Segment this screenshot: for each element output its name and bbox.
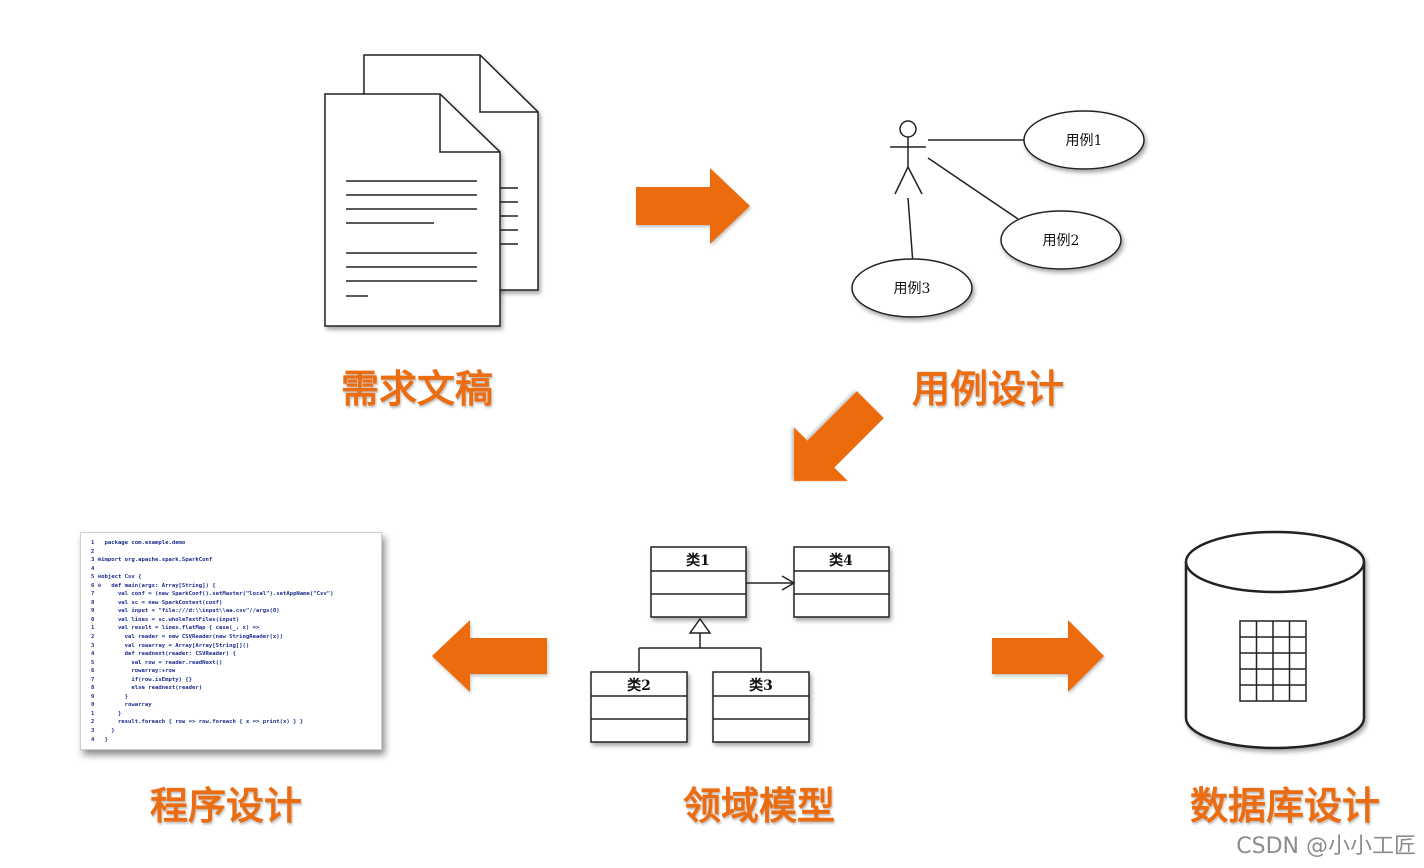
code-line: 7 val conf = (new SparkConf().setMaster(… — [91, 591, 334, 598]
table-grid-icon — [1239, 620, 1307, 702]
code-line: 3 ⊕import org.apache.spark.SparkConf — [91, 557, 213, 564]
class-box-3 — [712, 671, 810, 743]
code-line: 0 rowarray — [91, 702, 152, 709]
use-case-2 — [1000, 210, 1122, 270]
class-2-label: 类2 — [627, 677, 651, 694]
code-line: 9 val input = "file:///d:\\input\\aa.csv… — [91, 608, 280, 615]
code-line: 5 val row = reader.readNext() — [91, 659, 223, 666]
class-1-label: 类1 — [686, 552, 710, 569]
code-line: 2 result.foreach { row => row.foreach { … — [91, 719, 304, 726]
code-line: 4 def readnext(reader: CSVReader) { — [91, 651, 236, 658]
arrow-right-icon — [992, 620, 1104, 692]
use-case-1 — [1023, 110, 1145, 170]
code-line: 7 if(row.isEmpty) {} — [91, 676, 193, 683]
code-lines: 1 package com.example.demo 2 3 ⊕import org… — [91, 539, 375, 744]
class-3-label: 类3 — [749, 677, 773, 694]
code-line: 4 } — [91, 736, 108, 743]
arrow-down-left-icon — [793, 391, 884, 482]
watermark: CSDN @小小工匠 — [1236, 834, 1416, 859]
use-case-3 — [851, 258, 973, 318]
class-diagram — [590, 546, 890, 743]
label-use-case-design: 用例设计 — [912, 367, 1065, 411]
code-line: 0 val lines = sc.wholeTextFiles(input) — [91, 616, 240, 623]
class-4-label: 类4 — [829, 552, 853, 569]
code-line: 8 else readnext(reader) — [91, 685, 203, 692]
stick-figure-actor-icon — [890, 120, 926, 195]
use-case-diagram — [851, 110, 1145, 318]
class-box-4 — [793, 546, 890, 618]
code-screenshot: 1 package com.example.demo 2 3 ⊕import org… — [80, 532, 382, 750]
inheritance-triangle-icon — [688, 617, 712, 634]
use-case-3-label: 用例3 — [894, 281, 931, 297]
code-line: 1 } — [91, 710, 122, 717]
code-line: 4 — [91, 565, 95, 572]
label-database-design: 数据库设计 — [1190, 784, 1381, 828]
label-domain-model: 领域模型 — [683, 784, 836, 828]
label-requirements: 需求文稿 — [341, 367, 494, 411]
code-line: 6 rowarray:+row — [91, 668, 176, 675]
document-stack-icon — [324, 54, 539, 327]
code-line: 1 package com.example.demo — [91, 540, 186, 546]
arrow-left-icon — [432, 620, 547, 692]
code-line: 2 — [91, 548, 95, 555]
label-program-design: 程序设计 — [150, 784, 303, 828]
code-line: 2 val reader = new CSVReader(new StringR… — [91, 634, 283, 641]
code-line: 6 ⊖ def main(args: Array[String]) { — [91, 582, 216, 589]
database-cylinder-icon — [1184, 530, 1366, 750]
code-line: 9 } — [91, 693, 129, 700]
use-case-2-label: 用例2 — [1043, 233, 1080, 249]
class-box-2 — [590, 671, 688, 743]
class-box-1 — [650, 546, 747, 618]
code-line: 3 } — [91, 728, 115, 735]
code-line: 3 val rowarray = Array[Array[String]]() — [91, 642, 250, 649]
use-case-1-label: 用例1 — [1066, 133, 1103, 149]
code-line: 8 val sc = new SparkContext(conf) — [91, 599, 223, 606]
arrow-right-icon — [636, 168, 750, 244]
code-line: 1 val result = lines.flatMap { case(_, x… — [91, 625, 260, 632]
code-line: 5 ⊖object Csv { — [91, 574, 142, 581]
